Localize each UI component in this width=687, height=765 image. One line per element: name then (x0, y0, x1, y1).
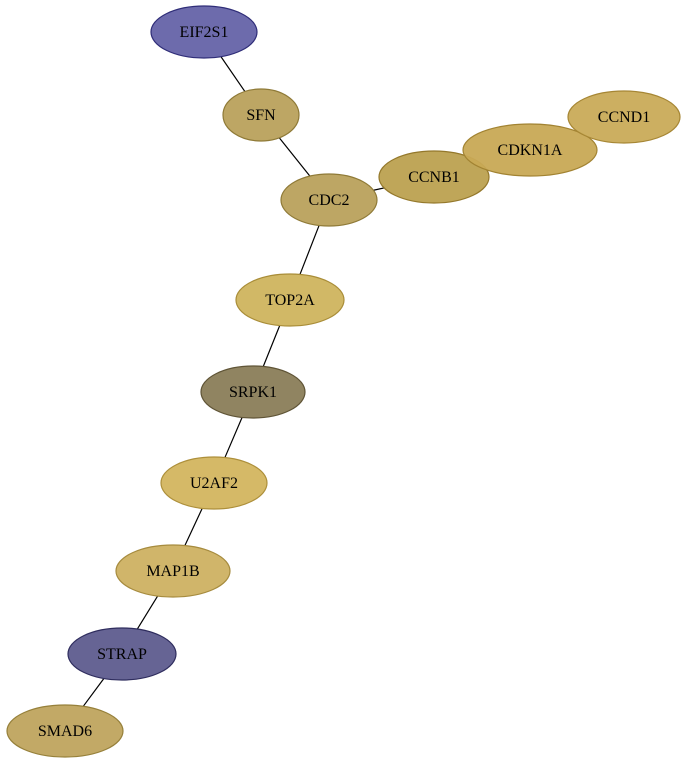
node-label-ccnd1: CCND1 (598, 109, 650, 126)
edge-top2a-srpk1 (262, 325, 281, 367)
node-ccnb1[interactable]: CCNB1 (378, 150, 490, 204)
node-label-ccnb1: CCNB1 (408, 169, 460, 186)
node-shape-cdc2[interactable] (280, 173, 378, 227)
edge-u2af2-map1b (184, 508, 203, 546)
node-shape-strap[interactable] (67, 627, 177, 681)
node-label-top2a: TOP2A (265, 292, 315, 309)
node-label-sfn: SFN (246, 107, 276, 124)
node-sfn[interactable]: SFN (222, 88, 300, 142)
edge-cdc2-ccnb1 (373, 187, 385, 191)
node-shape-srpk1[interactable] (200, 365, 306, 419)
node-label-cdc2: CDC2 (309, 192, 350, 209)
node-label-cdkn1a: CDKN1A (498, 142, 563, 159)
node-shape-sfn[interactable] (222, 88, 300, 142)
node-cdc2[interactable]: CDC2 (280, 173, 378, 227)
node-label-smad6: SMAD6 (38, 723, 92, 740)
node-shape-cdkn1a[interactable] (462, 123, 598, 177)
node-shape-smad6[interactable] (6, 704, 124, 758)
edges-layer (82, 56, 385, 707)
node-map1b[interactable]: MAP1B (115, 544, 231, 598)
node-srpk1[interactable]: SRPK1 (200, 365, 306, 419)
edge-srpk1-u2af2 (224, 417, 243, 458)
node-smad6[interactable]: SMAD6 (6, 704, 124, 758)
node-ccnd1[interactable]: CCND1 (567, 90, 681, 144)
node-shape-u2af2[interactable] (160, 456, 268, 510)
node-shape-map1b[interactable] (115, 544, 231, 598)
node-shape-top2a[interactable] (235, 273, 345, 327)
node-label-strap: STRAP (97, 646, 147, 663)
node-shape-ccnd1[interactable] (567, 90, 681, 144)
node-top2a[interactable]: TOP2A (235, 273, 345, 327)
node-label-srpk1: SRPK1 (229, 384, 277, 401)
node-label-map1b: MAP1B (146, 563, 199, 580)
node-label-eif2s1: EIF2S1 (180, 24, 229, 41)
edge-map1b-strap (136, 595, 159, 630)
node-label-u2af2: U2AF2 (190, 475, 238, 492)
node-u2af2[interactable]: U2AF2 (160, 456, 268, 510)
edge-eif2s1-sfn (220, 56, 246, 92)
node-cdkn1a[interactable]: CDKN1A (462, 123, 598, 177)
node-eif2s1[interactable]: EIF2S1 (150, 5, 258, 59)
edge-sfn-cdc2 (278, 137, 311, 177)
edge-strap-smad6 (82, 678, 105, 707)
edge-cdc2-top2a (299, 225, 320, 275)
node-shape-eif2s1[interactable] (150, 5, 258, 59)
node-shape-ccnb1[interactable] (378, 150, 490, 204)
node-strap[interactable]: STRAP (67, 627, 177, 681)
